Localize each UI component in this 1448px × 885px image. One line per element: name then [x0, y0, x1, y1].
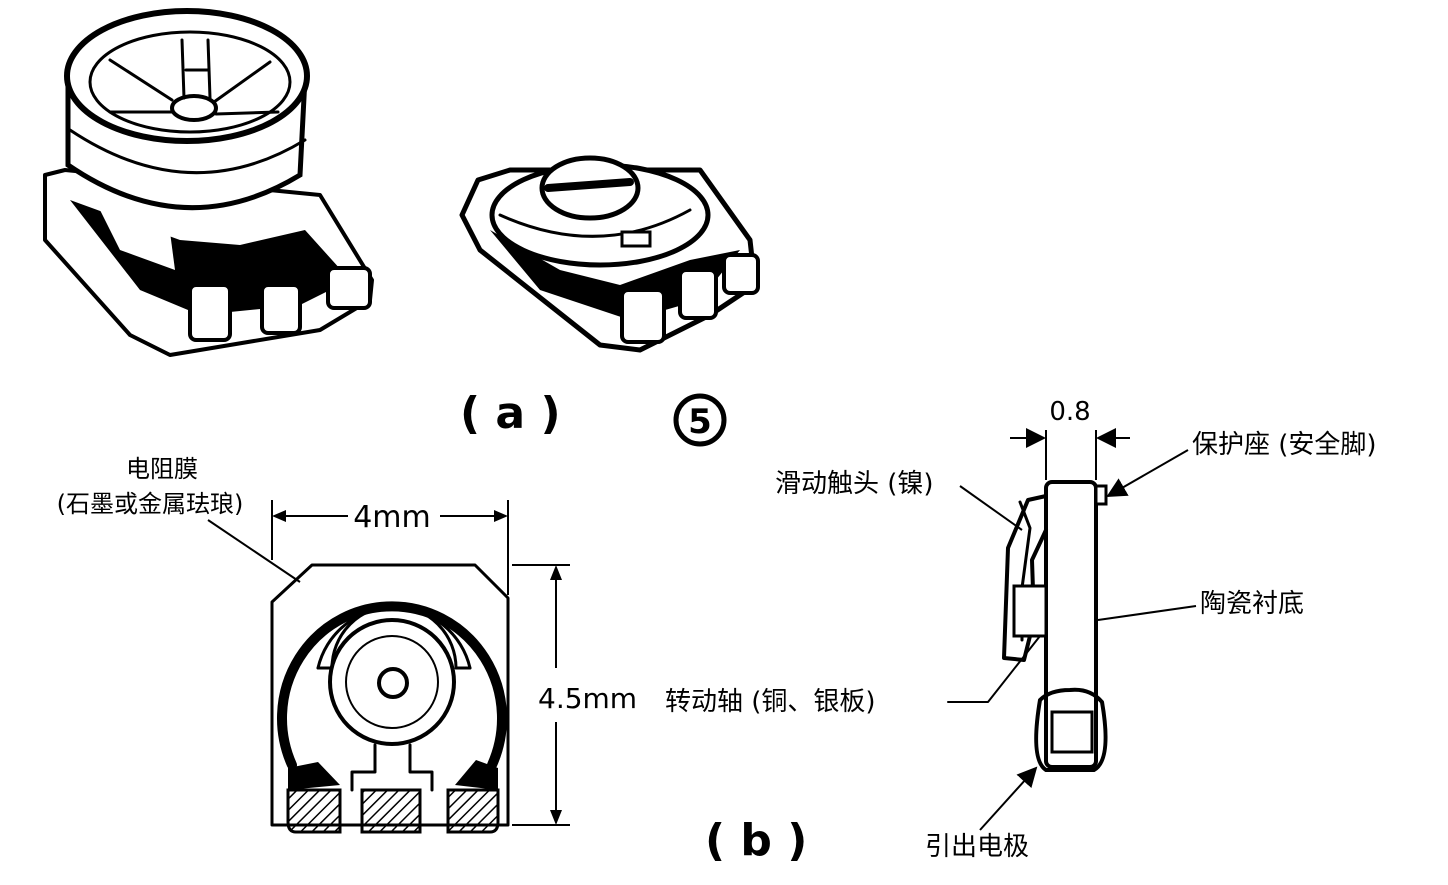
trimmer-tall-drawing — [43, 8, 374, 357]
width-label: 4mm — [353, 500, 431, 535]
caption-a: ( a ) — [460, 388, 561, 439]
sliding-contact-leader — [959, 485, 1023, 531]
side-view-drawing — [1002, 480, 1108, 772]
width-dimension: 4mm — [271, 500, 509, 595]
ceramic-substrate-leader — [1097, 605, 1197, 621]
sliding-contact-label: 滑动触头 (镍) — [775, 469, 934, 499]
trimmer-flat-drawing — [459, 155, 760, 353]
resistive-film-sublabel: (石墨或金属珐琅) — [57, 490, 244, 518]
rotating-shaft-leader — [947, 635, 1041, 703]
resistive-film-label: 电阻膜 — [126, 455, 198, 483]
figure-number: 5 — [688, 402, 712, 442]
lead-electrode-leader — [979, 766, 1038, 831]
thickness-label: 0.8 — [1049, 397, 1090, 427]
ceramic-substrate-label: 陶瓷衬底 — [1200, 589, 1304, 619]
protective-seat-leader — [1106, 449, 1189, 497]
height-label: 4.5mm — [538, 682, 637, 715]
resistive-film-leader — [207, 519, 301, 583]
thickness-dimension: 0.8 — [1010, 397, 1130, 480]
top-view-drawing — [270, 563, 510, 834]
rotating-shaft-label: 转动轴 (铜、银板) — [665, 687, 876, 717]
figure-number-circle — [673, 393, 727, 447]
caption-b: ( b ) — [705, 815, 807, 866]
lead-electrode-label: 引出电极 — [925, 832, 1029, 862]
protective-seat-label: 保护座 (安全脚) — [1192, 430, 1377, 460]
height-dimension: 4.5mm — [512, 564, 637, 826]
